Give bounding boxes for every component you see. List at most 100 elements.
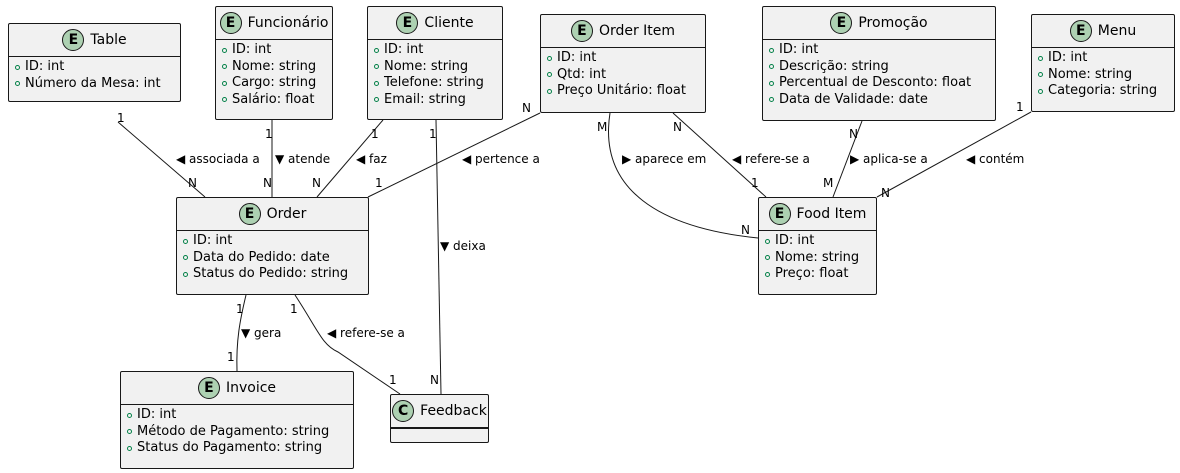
attribute: ID: int: [374, 42, 496, 59]
entity-name: Order Item: [598, 23, 676, 39]
attribute: Preço: float: [765, 266, 870, 283]
multiplicity: N: [312, 176, 321, 190]
multiplicity: 1: [371, 127, 379, 141]
edge-refere-se-a-feedback: [294, 294, 401, 395]
public-field-icon: [127, 445, 132, 451]
multiplicity: 1: [375, 176, 383, 190]
attribute: ID: int: [765, 233, 870, 250]
multiplicity: 1: [751, 176, 759, 190]
public-field-icon: [769, 47, 774, 53]
public-field-icon: [769, 64, 774, 70]
entity-cliente[interactable]: E Cliente ID: int Nome: string Telefone:…: [367, 6, 503, 120]
attribute: ID: int: [769, 42, 989, 59]
public-field-icon: [222, 47, 227, 53]
entity-icon: E: [238, 203, 261, 225]
attribute: Qtd: int: [547, 67, 699, 84]
label-faz: ◀ faz: [356, 152, 387, 166]
public-field-icon: [222, 64, 227, 70]
entity-food-item[interactable]: E Food Item ID: int Nome: string Preço: …: [758, 197, 877, 295]
public-field-icon: [183, 255, 188, 261]
entity-name: Order: [266, 206, 307, 222]
edge-deixa: [435, 119, 442, 395]
public-field-icon: [374, 47, 379, 53]
entity-header: E Menu: [1032, 15, 1174, 48]
multiplicity: 1: [227, 350, 235, 364]
public-field-icon: [1038, 55, 1043, 61]
attribute: Nome: string: [222, 59, 326, 76]
entity-header: E Cliente: [368, 7, 502, 40]
entity-order-item[interactable]: E Order Item ID: int Qtd: int Preço Unit…: [540, 14, 706, 113]
edge-aparece-em: [608, 112, 759, 239]
public-field-icon: [765, 271, 770, 277]
attribute: ID: int: [127, 407, 347, 424]
public-field-icon: [127, 412, 132, 418]
entity-icon: E: [570, 20, 593, 42]
public-field-icon: [769, 97, 774, 103]
label-deixa: ▼ deixa: [440, 239, 486, 253]
entity-name: Cliente: [424, 15, 474, 31]
edge-pertence-a: [367, 112, 541, 198]
multiplicity: M: [597, 120, 608, 134]
label-gera: ▼ gera: [241, 326, 282, 340]
edge-aplica-se-a: [832, 120, 863, 198]
attribute: Percentual de Desconto: float: [769, 75, 989, 92]
entity-name: Table: [90, 32, 127, 48]
attribute: ID: int: [547, 50, 699, 67]
attribute: Status do Pedido: string: [183, 266, 362, 283]
public-field-icon: [547, 72, 552, 78]
attribute: Número da Mesa: int: [15, 76, 174, 93]
entity-icon: E: [396, 12, 419, 34]
attribute: Email: string: [374, 92, 496, 109]
attribute: Cargo: string: [222, 75, 326, 92]
label-atende: ▼ atende: [275, 152, 331, 166]
entity-name: Promoção: [858, 15, 928, 31]
entity-icon: E: [197, 377, 220, 399]
multiplicity: N: [430, 373, 439, 387]
edge-refere-se-a-food: [672, 112, 767, 198]
multiplicity: N: [741, 223, 750, 237]
edge-associada-a: [117, 121, 206, 198]
entity-header: E Invoice: [121, 372, 353, 405]
entity-name: Food Item: [796, 206, 867, 222]
entity-header: E Table: [9, 24, 180, 57]
empty-compartment: [391, 428, 488, 437]
attribute: Nome: string: [1038, 67, 1168, 84]
entity-name: Funcionário: [247, 15, 329, 31]
entity-order[interactable]: E Order ID: int Data do Pedido: date Sta…: [176, 197, 369, 295]
multiplicity: 1: [117, 111, 125, 125]
multiplicity: N: [263, 176, 272, 190]
public-field-icon: [222, 97, 227, 103]
edge-gera: [236, 294, 247, 372]
label-contem: ◀ contém: [966, 152, 1025, 166]
multiplicity: N: [188, 176, 197, 190]
attribute: Salário: float: [222, 92, 326, 109]
label-associada-a: ◀ associada a: [176, 152, 260, 166]
multiplicity: 1: [290, 302, 298, 316]
multiplicity: 1: [236, 302, 244, 316]
entity-funcionario[interactable]: E Funcionário ID: int Nome: string Cargo…: [215, 6, 333, 120]
multiplicity: 1: [1016, 100, 1024, 114]
entity-menu[interactable]: E Menu ID: int Nome: string Categoria: s…: [1031, 14, 1175, 112]
entity-name: Feedback: [420, 403, 487, 419]
attribute: ID: int: [183, 233, 362, 250]
entity-feedback[interactable]: C Feedback: [390, 394, 489, 443]
edge-contem: [876, 111, 1032, 198]
entity-header: E Order Item: [541, 15, 705, 48]
entity-table[interactable]: E Table ID: int Número da Mesa: int: [8, 23, 181, 102]
class-icon: C: [392, 400, 415, 422]
multiplicity: N: [673, 120, 682, 134]
public-field-icon: [222, 80, 227, 86]
entity-name: Menu: [1097, 23, 1137, 39]
entity-icon: E: [62, 29, 85, 51]
public-field-icon: [1038, 72, 1043, 78]
entity-invoice[interactable]: E Invoice ID: int Método de Pagamento: s…: [120, 371, 354, 469]
entity-promocao[interactable]: E Promoção ID: int Descrição: string Per…: [762, 6, 996, 121]
attribute: ID: int: [15, 59, 174, 76]
public-field-icon: [183, 238, 188, 244]
public-field-icon: [547, 88, 552, 94]
public-field-icon: [183, 271, 188, 277]
public-field-icon: [374, 97, 379, 103]
attribute: Status do Pagamento: string: [127, 440, 347, 457]
multiplicity: N: [849, 127, 858, 141]
